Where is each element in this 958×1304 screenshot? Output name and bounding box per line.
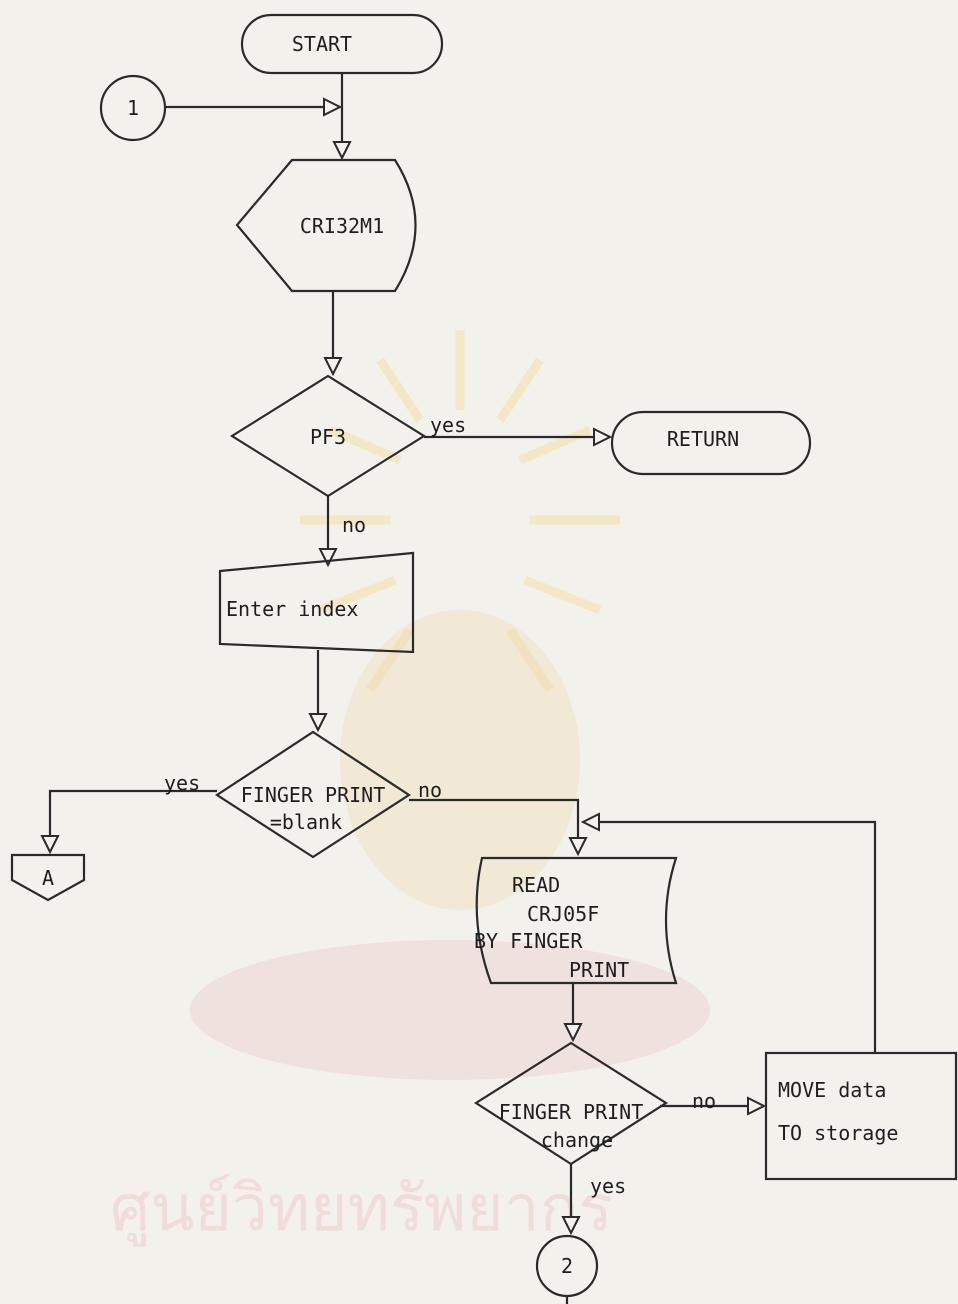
fingerprint-change-decision[interactable]: FINGER PRINT change bbox=[473, 1041, 669, 1166]
start-label: START bbox=[292, 32, 352, 56]
pf3-decision[interactable]: PF3 bbox=[229, 374, 427, 498]
pf3-label: PF3 bbox=[310, 425, 346, 449]
connector-1-label: 1 bbox=[127, 96, 139, 120]
connector-2-label: 2 bbox=[561, 1254, 573, 1278]
screen-label: CRI32M1 bbox=[300, 214, 384, 238]
read-file-label-4: PRINT bbox=[569, 958, 629, 982]
fingerprint-change-label-1: FINGER PRINT bbox=[499, 1100, 644, 1124]
enter-index-input[interactable]: Enter index bbox=[218, 551, 415, 654]
read-file-node[interactable]: READ CRJ05F BY FINGER PRINT bbox=[474, 856, 678, 985]
blank-no-label: no bbox=[418, 778, 442, 802]
offpage-connector-a[interactable]: A bbox=[10, 853, 86, 902]
watermark-text: ศูนย์วิทยทรัพยากร bbox=[110, 1172, 613, 1247]
change-no-label: no bbox=[692, 1089, 716, 1113]
change-yes-label: yes bbox=[590, 1174, 626, 1198]
fingerprint-blank-decision[interactable]: FINGER PRINT =blank bbox=[214, 730, 412, 859]
edge-blank-yes bbox=[50, 789, 217, 852]
enter-index-label: Enter index bbox=[226, 597, 358, 621]
watermark-seal bbox=[190, 330, 710, 1080]
edge-loop-back bbox=[583, 822, 877, 1053]
move-data-label-2: TO storage bbox=[778, 1121, 898, 1145]
move-data-label-1: MOVE data bbox=[778, 1078, 886, 1102]
screen-display-node[interactable]: CRI32M1 bbox=[235, 158, 417, 293]
fingerprint-blank-label-2: =blank bbox=[270, 810, 342, 834]
pf3-yes-label: yes bbox=[430, 413, 466, 437]
fingerprint-change-label-2: change bbox=[541, 1128, 613, 1152]
read-file-label-3: BY FINGER bbox=[474, 929, 583, 953]
offpage-a-label: A bbox=[42, 866, 54, 890]
blank-yes-label: yes bbox=[164, 771, 200, 795]
connector-1[interactable]: 1 bbox=[99, 74, 167, 142]
return-terminal[interactable]: RETURN bbox=[610, 410, 812, 476]
edge-blank-no bbox=[409, 798, 578, 854]
read-file-label-1: READ bbox=[512, 873, 560, 897]
move-data-process[interactable]: MOVE data TO storage bbox=[764, 1051, 958, 1181]
start-terminal[interactable]: START bbox=[240, 13, 444, 75]
return-label: RETURN bbox=[667, 427, 739, 451]
fingerprint-blank-label-1: FINGER PRINT bbox=[241, 783, 386, 807]
read-file-label-2: CRJ05F bbox=[527, 902, 599, 926]
pf3-no-label: no bbox=[342, 513, 366, 537]
